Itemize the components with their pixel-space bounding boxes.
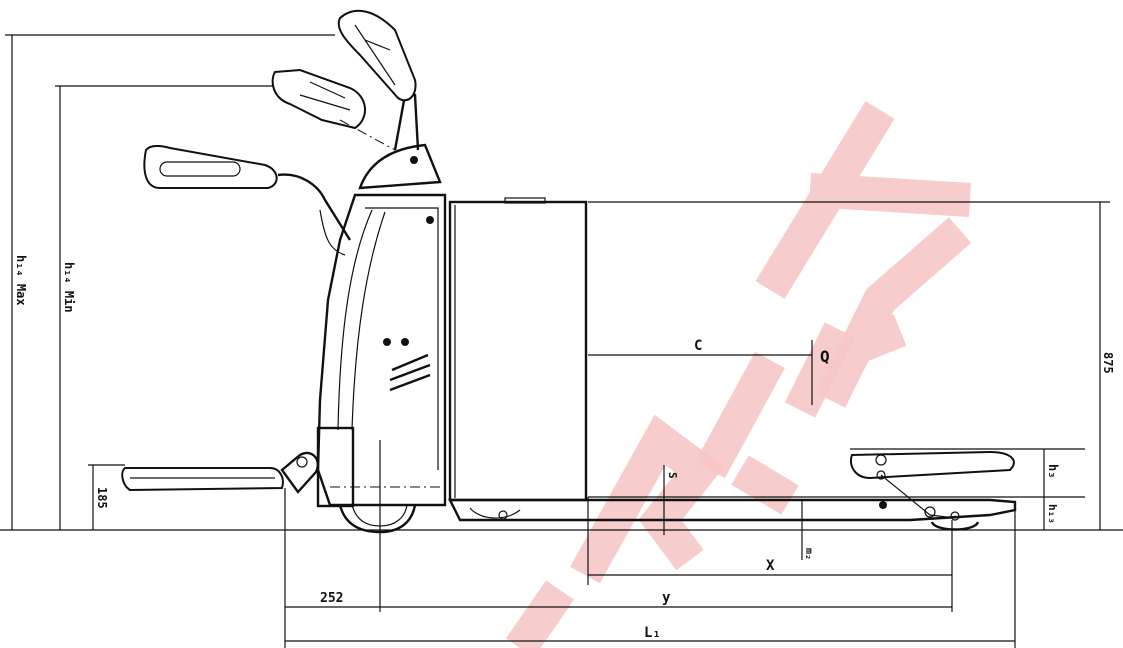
label-c: C [694, 338, 702, 354]
fork-bolt [879, 501, 887, 509]
side-bumper [316, 426, 355, 508]
tiller-arm-low [277, 173, 352, 241]
tiller-grip [159, 161, 241, 177]
dimension-m2: m₂ [801, 500, 814, 560]
chassis-curve [337, 209, 373, 431]
link-arm [880, 474, 956, 519]
tiller-head-max [337, 9, 417, 102]
label-h14-min: h₁₄ Min [62, 262, 76, 313]
label-875: 875 [1101, 352, 1115, 374]
label-l1: L₁ [644, 625, 661, 641]
tiller-head-low [143, 144, 278, 189]
link-pin [876, 470, 886, 480]
tiller-head-min-detail [299, 81, 351, 111]
dimension-c: C Q [588, 338, 830, 405]
label-185: 185 [95, 487, 109, 509]
watermark-stroke [695, 351, 799, 515]
dimension-h3-h13: h₃ h₁₃ [588, 448, 1085, 530]
chassis-cover [316, 193, 447, 507]
label-m2: m₂ [803, 548, 814, 560]
drive-wheel [338, 504, 417, 534]
tiller-column [393, 93, 420, 151]
watermark-stroke [814, 217, 972, 408]
fork-pin [498, 510, 508, 520]
link-pin [875, 454, 887, 466]
fork-link [469, 507, 521, 519]
dimension-x: X [587, 497, 953, 612]
label-252: 252 [320, 591, 343, 606]
bolt [426, 216, 434, 224]
pivot [410, 156, 418, 164]
label-h13: h₁₃ [1046, 504, 1059, 524]
dimension-252: 252 [284, 488, 380, 648]
tiller-head-min [271, 68, 366, 130]
label-h3: h₃ [1046, 464, 1060, 478]
fork [448, 498, 1017, 522]
dimension-185: 185 [88, 464, 125, 530]
watermark-stroke [755, 101, 972, 299]
tiller-base [358, 143, 442, 190]
watermark-stroke [506, 580, 574, 648]
dimension-h14-max: h₁₄ Max [5, 34, 335, 530]
load-wheel-axle [950, 511, 960, 521]
label-x: X [766, 558, 775, 574]
tiller-head-detail [354, 24, 396, 86]
battery-box [448, 200, 588, 502]
platform-hinge [280, 451, 319, 494]
tiller-swing-path [339, 119, 396, 151]
truck [121, 9, 1017, 545]
foot-platform [121, 467, 284, 492]
label-h14-max: h₁₄ Max [14, 255, 28, 306]
dimension-l1: L₁ [285, 505, 1016, 648]
indicator-dot [383, 338, 391, 346]
label-y: y [662, 590, 671, 606]
battery-handle [504, 197, 546, 204]
chassis-curve-inner [351, 211, 386, 431]
chassis-inner [365, 207, 439, 470]
indicator-dot [401, 338, 409, 346]
tiller-arm-detail [319, 209, 346, 256]
hinge-pin [296, 456, 308, 468]
fork-raised-tip [850, 450, 1015, 480]
label-s: S [666, 472, 679, 479]
watermark-stroke [784, 322, 856, 418]
dimension-875: 875 [588, 201, 1115, 530]
load-wheel [930, 521, 980, 531]
watermark [506, 101, 972, 648]
watermark-stroke [570, 414, 725, 584]
link-pin [924, 506, 936, 518]
label-q: Q [820, 347, 830, 366]
vent-slots [389, 353, 431, 392]
dimension-h14-min: h₁₄ Min [55, 85, 275, 530]
